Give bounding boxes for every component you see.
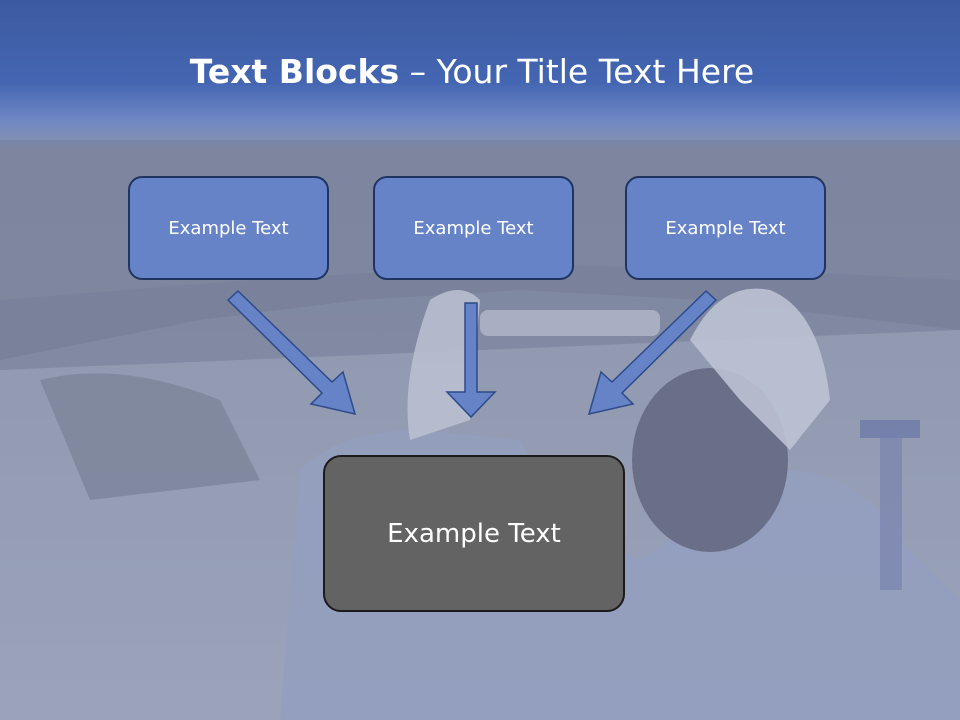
title-dash: – bbox=[399, 52, 437, 91]
text-block-main: Example Text bbox=[323, 455, 625, 612]
text-block-center: Example Text bbox=[373, 176, 574, 280]
text-block-right: Example Text bbox=[625, 176, 826, 280]
title-band bbox=[0, 0, 960, 150]
title-bold-text: Text Blocks bbox=[189, 52, 400, 91]
slide-title: Text Blocks – Your Title Text Here bbox=[0, 52, 944, 91]
text-block-left: Example Text bbox=[128, 176, 329, 280]
title-rest-text: Your Title Text Here bbox=[436, 52, 755, 91]
